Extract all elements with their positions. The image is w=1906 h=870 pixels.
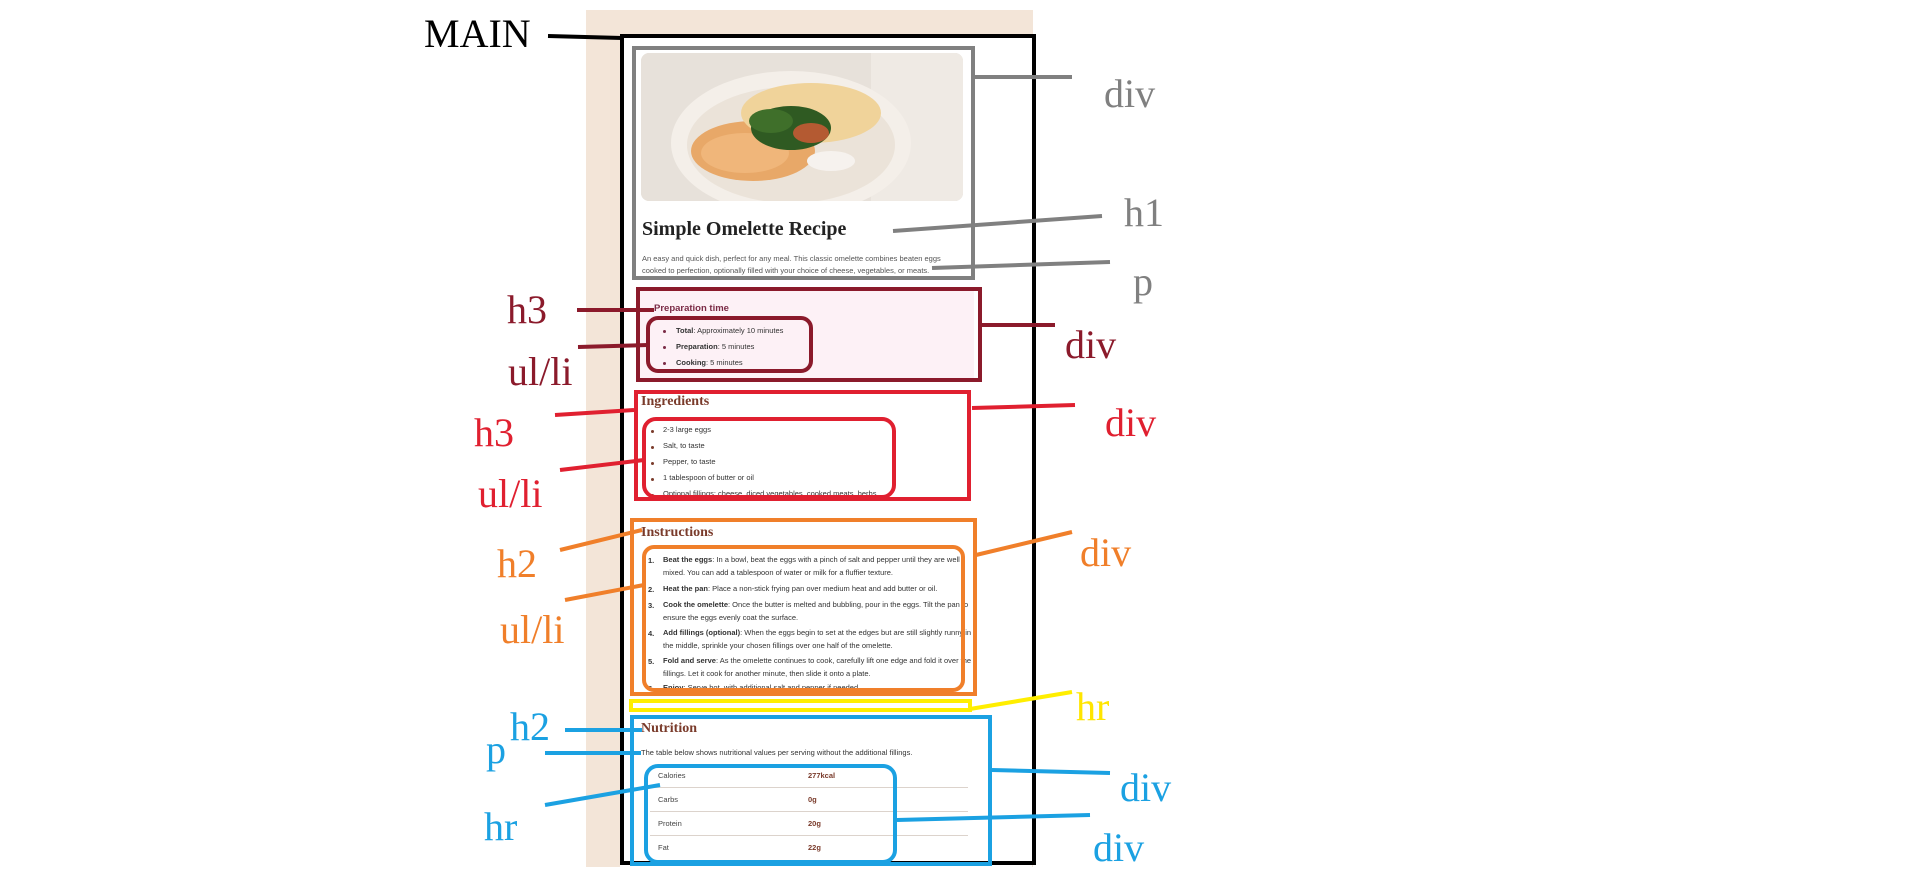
ingredient-bullet: [651, 478, 654, 481]
nutrition-row-rule: [650, 811, 968, 812]
instruction-step: Beat the eggs: In a bowl, beat the eggs …: [663, 555, 960, 577]
label-ingredients-div: div: [1105, 400, 1157, 445]
nutrition-label: Carbs: [658, 795, 679, 804]
label-ingredients-h3: h3: [474, 410, 514, 455]
label-nutrition-h2: h2: [510, 704, 550, 749]
step-number: 3.: [648, 601, 655, 610]
step-number: 2.: [648, 585, 655, 594]
label-ingredients-ul: ul/li: [478, 471, 543, 516]
prep-item-cooking: Cooking: 5 minutes: [676, 358, 743, 367]
nutrition-table-outline: [644, 764, 897, 864]
label-p: p: [1133, 259, 1153, 304]
nutrition-label: Fat: [658, 843, 669, 852]
prep-div-outline: [636, 287, 982, 382]
recipe-photo: [641, 53, 963, 201]
ingredient-item: 1 tablespoon of butter or oil: [663, 473, 754, 482]
omelette-image: [641, 53, 963, 201]
ingredient-bullet: [651, 430, 654, 433]
ingredient-item: 2-3 large eggs: [663, 425, 711, 434]
step-number: 4.: [648, 629, 655, 638]
prep-item-preparation: Preparation: 5 minutes: [676, 342, 755, 351]
label-nutrition-p: p: [486, 727, 506, 772]
instructions-ul-outline: [642, 545, 965, 692]
step-number: 1.: [648, 556, 655, 565]
prep-ul-outline: [646, 316, 813, 373]
label-prep-h3: h3: [507, 287, 547, 332]
nutrition-value: 22g: [808, 843, 821, 852]
instruction-step: Fold and serve: As the omelette continue…: [663, 656, 972, 678]
ingredients-div-outline: [634, 390, 971, 501]
nutrition-intro: The table below shows nutritional values…: [641, 748, 913, 757]
nutrition-row-rule: [650, 835, 968, 836]
instructions-title: Instructions: [641, 525, 714, 540]
label-prep-div: div: [1065, 322, 1117, 367]
ingredient-item: Pepper, to taste: [663, 457, 716, 466]
nutrition-value: 277kcal: [808, 771, 836, 780]
label-photo-div: div: [1104, 71, 1156, 116]
label-instructions-ul: ul/li: [500, 607, 565, 652]
ingredients-ul-outline: [642, 417, 896, 499]
prep-bullet: [663, 346, 666, 349]
instruction-step: Enjoy: Serve hot, with additional salt a…: [663, 683, 861, 692]
label-nutrition-hr: hr: [484, 804, 518, 849]
ingredient-bullet: [651, 462, 654, 465]
prep-bullet: [663, 330, 666, 333]
nutrition-label: Calories: [658, 771, 686, 780]
hr-outline: [629, 699, 972, 712]
recipe-title: Simple Omelette Recipe: [642, 218, 847, 240]
label-h1: h1: [1124, 190, 1164, 235]
photo-div-outline: [632, 46, 975, 280]
nutrition-value: 20g: [808, 819, 821, 828]
recipe-intro: An easy and quick dish, perfect for any …: [642, 254, 941, 275]
label-nutrition-table-div: div: [1093, 825, 1145, 870]
nutrition-value: 0g: [808, 795, 817, 804]
label-instructions-div: div: [1080, 530, 1132, 575]
nutrition-row-rule: [650, 787, 968, 788]
step-number: 5.: [648, 657, 655, 666]
instructions-div-outline: [630, 518, 977, 696]
prep-bullet: [663, 362, 666, 365]
prep-title: Preparation time: [654, 303, 729, 314]
label-prep-ul: ul/li: [508, 349, 573, 394]
ingredient-bullet: [651, 446, 654, 449]
ingredients-title: Ingredients: [641, 394, 710, 409]
label-hr: hr: [1076, 684, 1110, 729]
label-main: MAIN: [424, 11, 531, 56]
ingredient-item: Salt, to taste: [663, 441, 705, 450]
nutrition-title: Nutrition: [641, 721, 697, 736]
instruction-step: Heat the pan: Place a non-stick frying p…: [663, 584, 938, 593]
label-nutrition-div: div: [1120, 765, 1172, 810]
nutrition-label: Protein: [658, 819, 682, 828]
instruction-step: Add fillings (optional): When the eggs b…: [663, 628, 972, 650]
prep-item-total: Total: Approximately 10 minutes: [676, 326, 784, 335]
instruction-step: Cook the omelette: Once the butter is me…: [663, 600, 969, 622]
label-instructions-h2: h2: [497, 541, 537, 586]
ingredient-item: Optional fillings: cheese, diced vegetab…: [663, 489, 877, 498]
